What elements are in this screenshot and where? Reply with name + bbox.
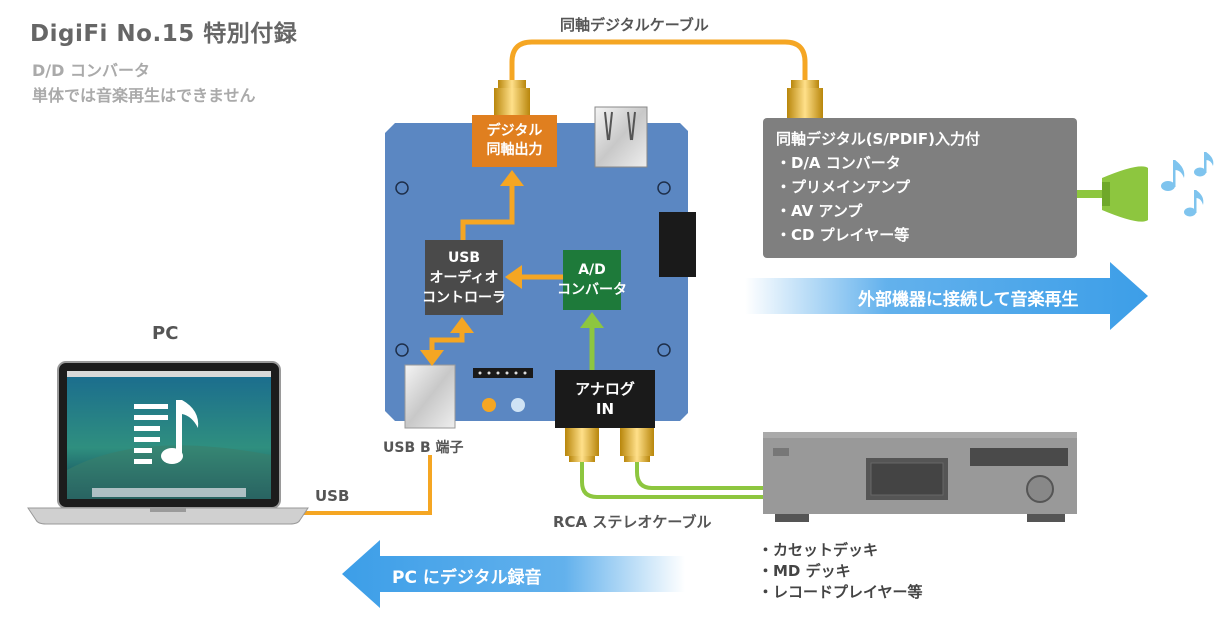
sources-list-item: ・MD デッキ bbox=[758, 562, 851, 580]
mount-hole-bl bbox=[395, 343, 409, 357]
external-device-box bbox=[763, 118, 1077, 258]
usb-controller-box bbox=[425, 240, 503, 315]
rca-cable-right bbox=[635, 462, 765, 490]
record-arrow-label: PC にデジタル録音 bbox=[392, 568, 542, 588]
coax-out-label-line2: 同軸出力 bbox=[486, 142, 543, 158]
rca-cable-left bbox=[580, 462, 765, 499]
rca-jack-right bbox=[620, 428, 654, 456]
external-device-line: ・AV アンプ bbox=[776, 202, 863, 220]
coax-jack-external bbox=[787, 88, 823, 118]
analog-in-label: アナログ IN bbox=[555, 373, 655, 425]
adc-box bbox=[563, 250, 621, 310]
usb-controller-line2: オーディオ bbox=[429, 270, 499, 286]
external-device-line: ・D/A コンバータ bbox=[776, 154, 901, 172]
coax-out-label-line1: デジタル bbox=[486, 123, 543, 139]
sources-list: ・カセットデッキ ・MD デッキ ・レコードプレイヤー等 bbox=[758, 540, 923, 603]
adc-label: A/D コンバータ bbox=[543, 252, 641, 308]
usb-b-connector bbox=[404, 364, 456, 429]
music-notes-icon bbox=[1161, 152, 1214, 217]
mount-hole-tl bbox=[395, 181, 409, 195]
mount-hole-br bbox=[657, 343, 671, 357]
analog-in-line1: アナログ bbox=[575, 380, 635, 398]
sources-list-item: ・レコードプレイヤー等 bbox=[758, 583, 923, 601]
external-device-line: ・CD プレイヤー等 bbox=[776, 226, 910, 244]
external-device-line: 同軸デジタル(S/PDIF)入力付 bbox=[776, 130, 980, 148]
usb-controller-line3: コントローラ bbox=[422, 290, 506, 306]
analog-in-line2: IN bbox=[595, 400, 615, 418]
subtitle-product: D/D コンバータ bbox=[32, 61, 150, 80]
usb-controller-line1: USB bbox=[447, 250, 481, 266]
adc-line1: A/D bbox=[578, 262, 606, 278]
external-device-text: 同軸デジタル(S/PDIF)入力付 ・D/A コンバータ ・プリメインアンプ ・… bbox=[776, 127, 980, 247]
coax-cable bbox=[509, 39, 808, 92]
coax-cable-label: 同軸デジタルケーブル bbox=[560, 16, 709, 34]
laptop-base bbox=[27, 507, 309, 525]
coax-out-label: デジタル 同軸出力 bbox=[472, 117, 557, 165]
record-arrow bbox=[342, 540, 685, 608]
usb-a-port bbox=[594, 106, 648, 168]
music-icon bbox=[134, 400, 199, 464]
pin-header bbox=[473, 368, 533, 378]
coax-jack-board bbox=[494, 88, 530, 120]
pc-label: PC bbox=[152, 323, 179, 344]
playback-arrow-label: 外部機器に接続して音楽再生 bbox=[858, 290, 1079, 310]
adc-line2: コンバータ bbox=[557, 282, 627, 298]
title: DigiFi No.15 特別付録 bbox=[30, 21, 298, 47]
power-plug bbox=[1077, 166, 1148, 222]
usb-controller-label: USB オーディオ コントローラ bbox=[409, 243, 519, 313]
led-white bbox=[511, 398, 525, 412]
mount-hole-tr bbox=[657, 181, 671, 195]
rca-jack-left bbox=[565, 428, 599, 456]
usb-cable-label: USB bbox=[315, 487, 350, 505]
rca-cable-label: RCA ステレオケーブル bbox=[553, 513, 712, 531]
led-orange bbox=[482, 398, 496, 412]
side-connector bbox=[659, 212, 696, 277]
subtitle-note: 単体では音楽再生はできません bbox=[32, 86, 256, 105]
analog-in-box bbox=[555, 370, 655, 428]
usb-cable bbox=[298, 455, 432, 515]
sources-list-item: ・カセットデッキ bbox=[758, 541, 879, 559]
external-device-line: ・プリメインアンプ bbox=[776, 178, 910, 196]
board bbox=[385, 123, 688, 421]
playback-arrow bbox=[745, 262, 1148, 330]
coax-out-box bbox=[472, 115, 557, 167]
usb-b-label: USB B 端子 bbox=[383, 440, 464, 456]
